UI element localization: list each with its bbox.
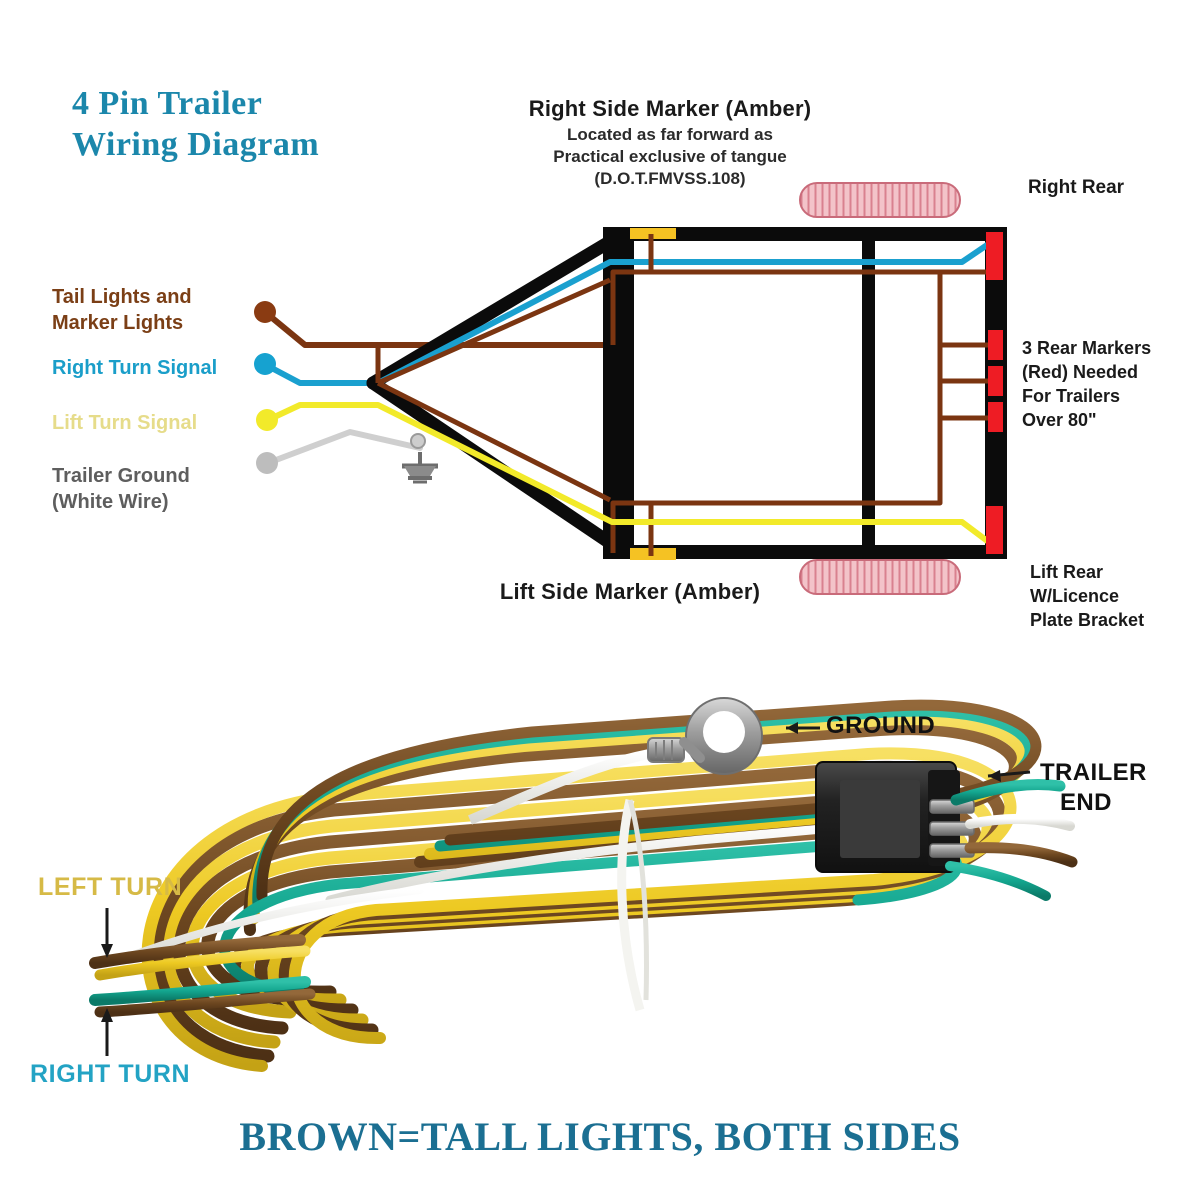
callout-right-turn-arrow bbox=[101, 1008, 113, 1056]
legend-right-turn-signal: Right Turn Signal bbox=[52, 357, 218, 379]
legend-dot-left-turn bbox=[256, 409, 278, 431]
wire-ground-white-lead bbox=[265, 429, 426, 466]
ground-symbol-icon bbox=[402, 452, 438, 484]
wire-tail-brown-lead bbox=[262, 309, 613, 348]
legend-tail-lights-line2: Marker Lights bbox=[52, 312, 184, 334]
label-rear-markers-line2: (Red) Needed bbox=[1022, 362, 1139, 382]
callout-trailer-end-arrow bbox=[987, 770, 1031, 782]
side-marker-left-amber bbox=[799, 559, 961, 595]
legend-trailer-ground-line2: (White Wire) bbox=[52, 491, 169, 513]
zip-tie bbox=[617, 798, 649, 1012]
label-right-rear: Right Rear bbox=[1028, 177, 1125, 198]
label-left-turn: LEFT TURN bbox=[38, 873, 183, 901]
label-trailer-end-line2: END bbox=[1060, 789, 1112, 816]
label-left-rear-line1: Lift Rear bbox=[1030, 562, 1104, 582]
right-side-marker-note-3: (D.O.T.FMVSS.108) bbox=[594, 169, 746, 188]
left-side-marker-heading: Lift Side Marker (Amber) bbox=[499, 579, 761, 604]
label-rear-markers-line4: Over 80" bbox=[1022, 410, 1097, 430]
page-title-line2: Wiring Diagram bbox=[72, 126, 320, 163]
trailer-connector bbox=[815, 761, 1078, 901]
bottom-caption: BROWN=TALL LIGHTS, BOTH SIDES bbox=[239, 1114, 961, 1159]
page-title-line1: 4 Pin Trailer bbox=[72, 85, 263, 122]
legend-tail-lights-line1: Tail Lights and bbox=[52, 286, 192, 308]
right-side-marker-note-2: Practical exclusive of tangue bbox=[553, 147, 787, 166]
wire-left-turn-yellow-lead bbox=[265, 402, 381, 423]
legend-trailer-ground-line1: Trailer Ground bbox=[52, 465, 190, 487]
right-side-marker-heading: Right Side Marker (Amber) bbox=[528, 96, 812, 121]
ground-wire bbox=[468, 747, 661, 825]
rear-light-left bbox=[986, 506, 1003, 554]
label-left-rear-line3: Plate Bracket bbox=[1030, 610, 1145, 630]
side-marker-right-amber bbox=[799, 182, 961, 218]
legend-left-turn-signal: Lift Turn Signal bbox=[52, 412, 198, 434]
amber-tab-top bbox=[630, 228, 676, 239]
label-rear-markers-line1: 3 Rear Markers bbox=[1022, 338, 1152, 358]
rear-marker-2 bbox=[988, 366, 1003, 396]
wire-right-turn-blue-run bbox=[376, 240, 992, 386]
label-right-turn: RIGHT TURN bbox=[30, 1060, 191, 1088]
wire-harness-coil bbox=[89, 699, 1042, 1072]
page-title: 4 Pin Trailer Wiring Diagram bbox=[72, 84, 319, 166]
callout-ground-arrow bbox=[786, 722, 820, 734]
label-trailer-end-line1: TRAILER bbox=[1040, 759, 1147, 786]
legend-dot-right-turn bbox=[254, 353, 276, 375]
label-rear-markers-line3: For Trailers bbox=[1022, 386, 1121, 406]
rear-light-right bbox=[986, 232, 1003, 280]
legend-dot-tail bbox=[254, 301, 276, 323]
rear-marker-1 bbox=[988, 330, 1003, 360]
callout-left-turn-arrow bbox=[101, 908, 113, 958]
wire-right-turn-blue-lead bbox=[263, 362, 381, 386]
ground-ring-terminal-icon bbox=[647, 697, 763, 775]
right-side-marker-note-1: Located as far forward as bbox=[567, 125, 773, 144]
label-ground: GROUND bbox=[826, 712, 936, 739]
rear-marker-3 bbox=[988, 402, 1003, 432]
label-left-rear-line2: W/Licence bbox=[1030, 586, 1120, 606]
legend-dot-ground bbox=[256, 452, 278, 474]
wire-left-turn-yellow-run bbox=[376, 402, 992, 546]
